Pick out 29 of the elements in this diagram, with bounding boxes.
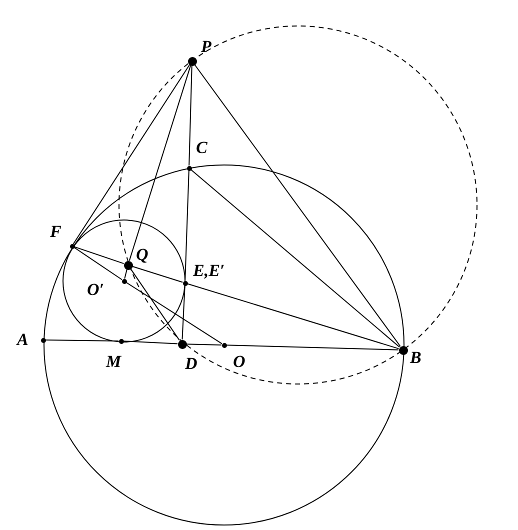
line-segment bbox=[182, 285, 186, 340]
line-segment bbox=[72, 64, 190, 244]
point-label: C bbox=[196, 139, 208, 157]
point-label: D bbox=[185, 355, 198, 373]
line-segment bbox=[186, 344, 222, 346]
line-segment bbox=[124, 268, 128, 280]
point-label: O bbox=[233, 353, 246, 371]
line-segment bbox=[45, 340, 119, 342]
line-segment bbox=[123, 340, 178, 344]
point-label: O′ bbox=[87, 281, 104, 299]
point-label: E,E′ bbox=[193, 262, 225, 280]
line-segment bbox=[226, 344, 399, 350]
line-segment bbox=[188, 65, 192, 166]
line-segment bbox=[126, 282, 222, 344]
point-label: B bbox=[410, 349, 422, 367]
line-segment bbox=[128, 64, 192, 262]
line-segment bbox=[186, 283, 400, 350]
line-segment bbox=[194, 64, 401, 347]
point-label: Q bbox=[136, 246, 148, 264]
point-label: P bbox=[201, 38, 212, 56]
line-segment bbox=[190, 169, 400, 348]
line-segment bbox=[184, 170, 190, 281]
line-segment bbox=[74, 246, 124, 264]
point-label: F bbox=[50, 223, 62, 241]
line-segment bbox=[74, 246, 122, 280]
line-segment bbox=[132, 266, 184, 283]
point-label: M bbox=[106, 353, 122, 371]
line-segment bbox=[130, 268, 180, 341]
point-label: A bbox=[17, 331, 28, 349]
